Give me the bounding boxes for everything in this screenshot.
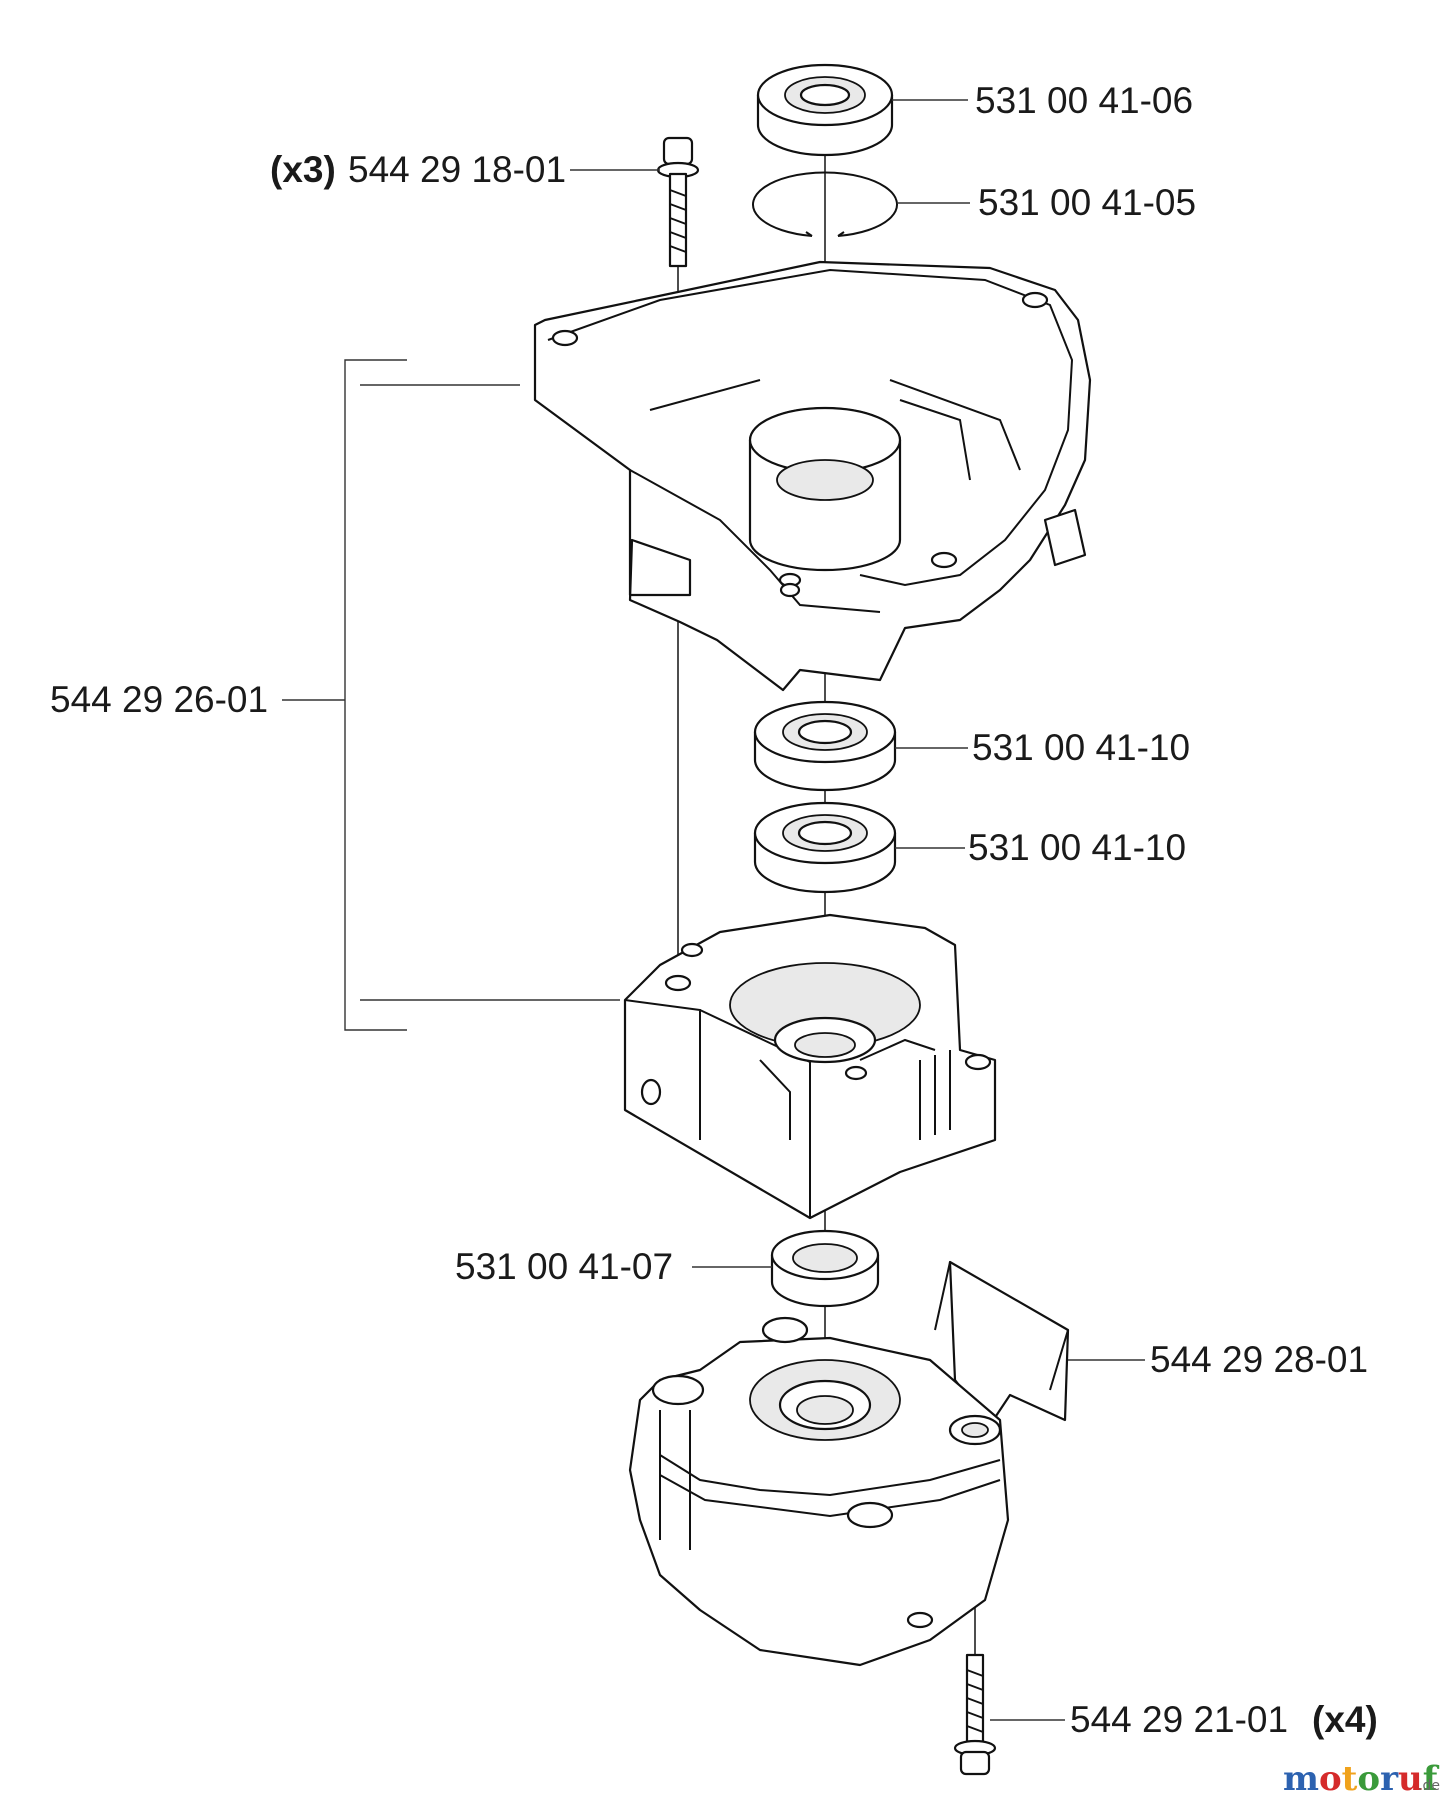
bearing-mid-1 xyxy=(753,700,897,792)
logo-letter-6: u xyxy=(1398,1759,1423,1799)
bearing-mid-2 xyxy=(753,801,897,894)
label-bolt-bottom: 544 29 21-01 xyxy=(1070,1699,1288,1740)
gear-housing xyxy=(628,1260,1070,1667)
seal xyxy=(770,1229,880,1308)
label-cover: 544 29 28-01 xyxy=(1150,1339,1368,1380)
leader-lines xyxy=(570,99,1145,1721)
bearing-top xyxy=(756,63,894,157)
label-bolt-top: 544 29 18-01 xyxy=(348,149,566,190)
svg-text:motoruf: motoruf xyxy=(1283,1759,1440,1799)
logo-letter-1: m xyxy=(1283,1759,1319,1799)
logo-letter-2: o xyxy=(1319,1759,1342,1799)
circlip xyxy=(752,171,898,237)
bolt-bottom xyxy=(953,1653,997,1776)
label-bearing-top: 531 00 41-06 xyxy=(975,80,1193,121)
label-crankcase: 544 29 26-01 xyxy=(50,679,268,720)
logo-letter-3: t xyxy=(1342,1759,1358,1799)
crankcase-bracket xyxy=(282,359,620,1031)
label-bearing-mid-1: 531 00 41-10 xyxy=(972,727,1190,768)
bolt-top xyxy=(656,136,700,268)
logo-letter-4: o xyxy=(1357,1759,1380,1799)
logo-suffix: .de xyxy=(1418,1778,1440,1794)
watermark-logo: motoruf .de xyxy=(1283,1759,1440,1799)
logo-letter-7: f xyxy=(1423,1759,1440,1799)
crankcase-lower xyxy=(623,913,997,1220)
label-circlip: 531 00 41-05 xyxy=(978,182,1196,223)
label-bearing-mid-2: 531 00 41-10 xyxy=(968,827,1186,868)
logo-letter-5: r xyxy=(1380,1759,1399,1799)
label-bolt-bottom-qty: (x4) xyxy=(1312,1699,1378,1740)
label-bolt-top-qty: (x3) xyxy=(270,149,336,190)
label-seal: 531 00 41-07 xyxy=(455,1246,673,1287)
crankcase-upper xyxy=(533,260,1092,692)
